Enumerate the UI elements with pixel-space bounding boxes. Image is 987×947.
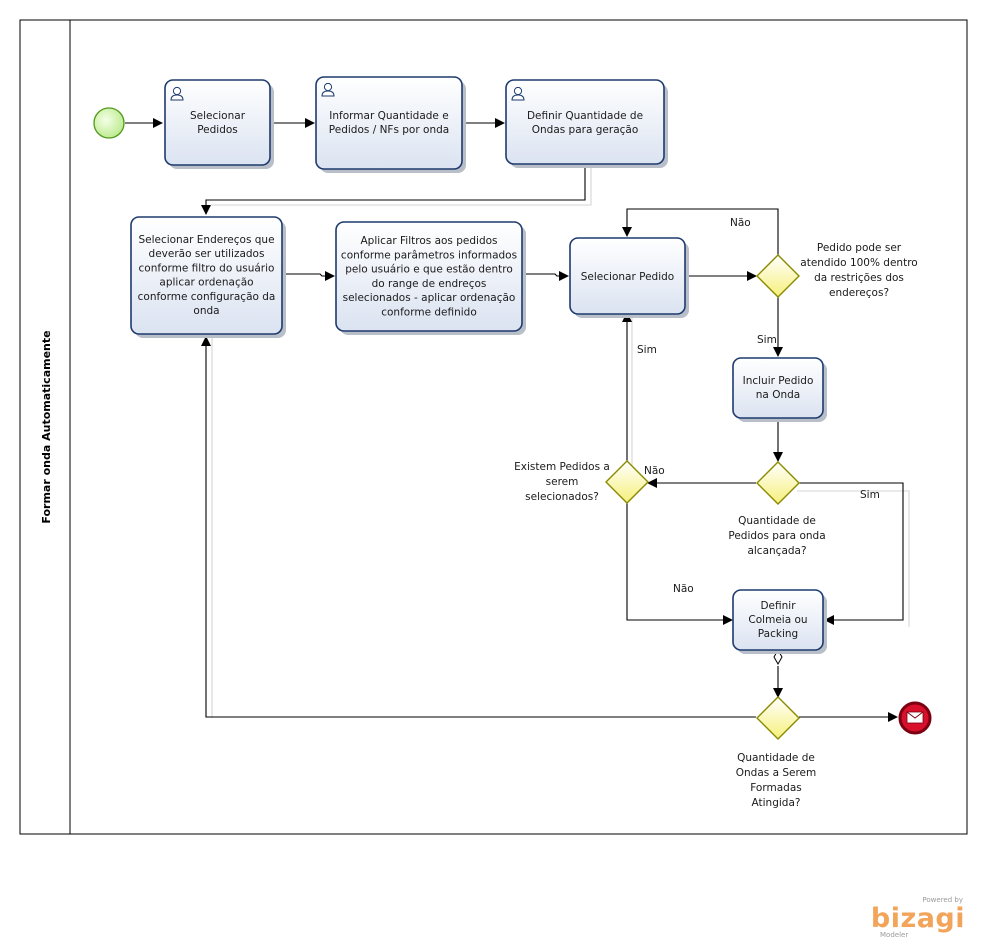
task-text-line: Selecionar [190, 110, 246, 122]
user-task-icon [170, 86, 184, 101]
task-text-line: Definir [760, 600, 796, 612]
task-selecionar-pedido[interactable]: Selecionar Pedido [569, 237, 689, 318]
flow-t3-t4 [201, 167, 586, 215]
task-definir-quantidade-ondas[interactable]: Definir Quantidade de Ondas para geração [505, 79, 668, 168]
task-text-line: Pedidos [197, 124, 238, 136]
svg-text:Powered by: Powered by [922, 896, 963, 904]
gateway-existem-pedidos[interactable] [605, 460, 649, 504]
task-text-line: selecionados - aplicar ordenação [343, 292, 516, 304]
gateway-pedido-atendido[interactable] [756, 254, 800, 298]
svg-text:Modeler: Modeler [880, 931, 908, 939]
flow-g1-no [622, 208, 779, 255]
task-text-line: Selecionar Pedido [581, 271, 674, 283]
task-text-line: na Onda [756, 389, 800, 401]
task-text-line: Ondas para geração [532, 124, 639, 136]
start-event[interactable] [93, 107, 125, 139]
flow-g2-yes [799, 482, 904, 625]
task-informar-quantidade[interactable]: Informar Quantidade e Pedidos / NFs por o… [315, 76, 466, 173]
pool [19, 19, 968, 835]
task-text-line: Packing [758, 628, 798, 640]
task-text-line: Pedidos / NFs por onda [329, 124, 449, 136]
task-text-line: Definir Quantidade de [527, 110, 643, 122]
task-text-line: Colmeia ou [748, 614, 807, 626]
svg-text:Selecionar Pedido: Selecionar Pedido [581, 271, 674, 283]
flow-t5-t6 [522, 271, 569, 281]
task-text-line: deverão ser utilizados [149, 248, 265, 260]
task-text-line: Selecionar Endereços que [138, 234, 274, 246]
task-text-line: conforme definido [381, 307, 477, 319]
task-text-line: do range de endreços [372, 278, 487, 290]
task-incluir-pedido[interactable]: Incluir Pedido na Onda [732, 357, 827, 422]
task-text-line: conforme configuração da [138, 291, 276, 303]
task-selecionar-enderecos[interactable]: Selecionar Endereços que deverão ser util… [130, 216, 286, 338]
task-aplicar-filtros[interactable]: Aplicar Filtros aos pedidos conforme parâ… [335, 221, 526, 335]
flow-shadows [211, 167, 910, 718]
flow-g3-no [626, 503, 733, 625]
flow-label-g3-no: Não [673, 583, 694, 595]
task-text-line: aplicar ordenação [159, 277, 253, 289]
task-text-line: pelo usuário e que estão dentro [345, 264, 513, 276]
task-text-line: Incluir Pedido [743, 375, 814, 387]
flow-label-g3-yes: Sim [637, 344, 657, 356]
task-text-line: conforme parâmetros informados [341, 249, 517, 261]
lane-title: Formar onda Automaticamente [40, 330, 53, 523]
task-text-line: Aplicar Filtros aos pedidos [360, 235, 497, 247]
flow-label-g2-no: Não [644, 465, 665, 477]
flow-label-g1-no: Não [730, 217, 751, 229]
gateway-quantidade-ondas[interactable] [756, 696, 800, 740]
task-text-line: onda [193, 305, 219, 317]
end-event-message[interactable] [898, 701, 932, 735]
flow-label-g2-yes: Sim [860, 489, 880, 501]
user-task-icon [321, 82, 335, 97]
task-text-line: Informar Quantidade e [329, 110, 448, 122]
envelope-icon [906, 711, 924, 724]
flow-t4-t5 [282, 271, 335, 281]
svg-text:bizagi: bizagi [871, 903, 965, 934]
gateway-quantidade-pedidos[interactable] [756, 461, 800, 505]
flow-label-g1-yes: Sim [757, 334, 777, 346]
flow-g4-no [201, 336, 756, 718]
task-text-line: conforme filtro do usuário [139, 262, 275, 274]
user-task-icon [511, 86, 525, 101]
bizagi-logo: Powered by bizagi Modeler [871, 896, 965, 939]
